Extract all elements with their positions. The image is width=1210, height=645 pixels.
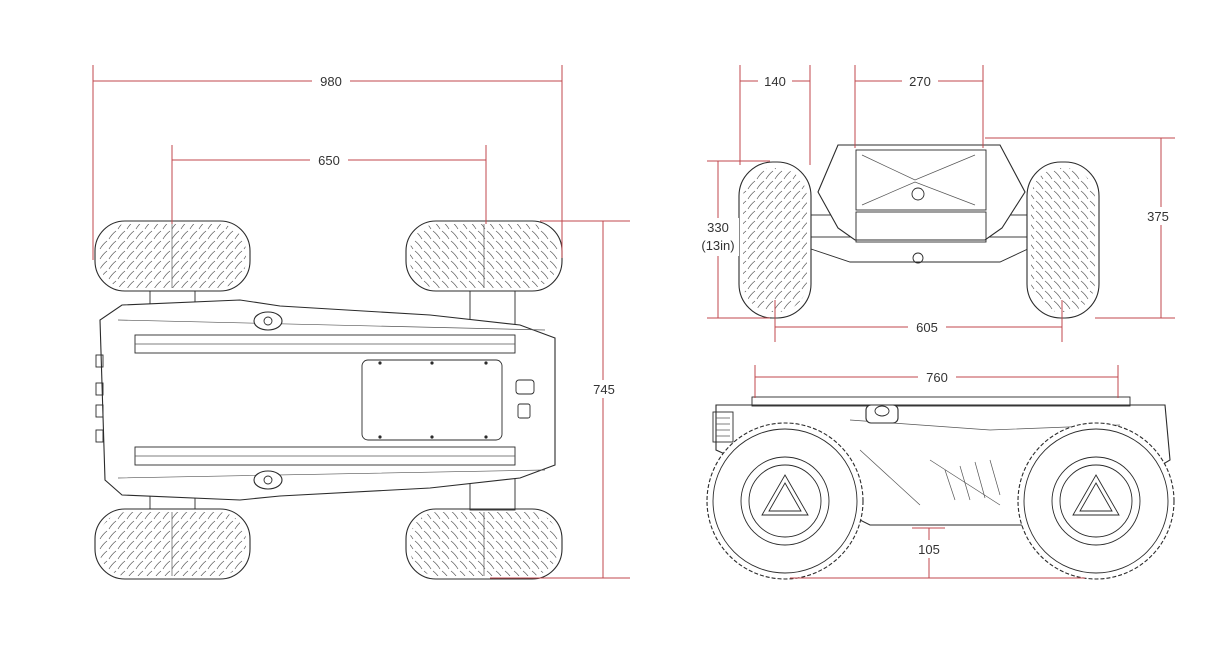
dimension-wheel-width: 140	[739, 65, 811, 165]
dimension-height: 375	[985, 137, 1182, 319]
top-view-tow-hook-front	[253, 311, 283, 331]
top-view-chassis	[99, 299, 556, 501]
top-view-wheel-rear-left	[94, 508, 251, 580]
side-view-wheel-rear	[706, 422, 864, 580]
label-wheel-diameter: 330	[707, 220, 729, 235]
side-view-tow-hook	[865, 404, 899, 424]
label-axle-track: 650	[318, 153, 340, 168]
label-overall-width: 745	[593, 382, 615, 397]
front-view-wheel-right	[1026, 161, 1100, 319]
front-view-wheel-left	[738, 161, 812, 319]
top-view-wheel-front-right	[405, 220, 563, 292]
front-view: 140 270 330 (13in) 375	[699, 65, 1182, 342]
top-view-tow-hook-rear	[253, 470, 283, 490]
side-view-wheel-front	[1017, 422, 1175, 580]
label-wheel-diameter-inch: (13in)	[701, 238, 734, 253]
front-view-body	[817, 144, 1026, 241]
dimension-track-width: 605	[774, 300, 1063, 342]
label-height: 375	[1147, 209, 1169, 224]
label-overall-length: 980	[320, 74, 342, 89]
dimension-wheelbase: 760	[754, 365, 1119, 398]
label-top-plate-width: 270	[909, 74, 931, 89]
label-wheelbase: 760	[926, 370, 948, 385]
dimension-ground-clearance: 105	[790, 527, 1085, 579]
top-view-wheel-front-left	[94, 220, 251, 292]
label-ground-clearance: 105	[918, 542, 940, 557]
top-view: 980 650 745	[92, 65, 630, 580]
dimension-axle-track: 650	[171, 145, 487, 224]
dimension-overall-length: 980	[92, 65, 563, 260]
label-track-width: 605	[916, 320, 938, 335]
dimension-top-plate-width: 270	[854, 65, 984, 148]
label-wheel-width: 140	[764, 74, 786, 89]
side-view: 760 105	[706, 365, 1175, 580]
dimension-overall-width: 745	[490, 220, 630, 579]
top-view-wheel-rear-right	[405, 508, 563, 580]
dimension-wheel-diameter: 330 (13in)	[699, 160, 770, 319]
